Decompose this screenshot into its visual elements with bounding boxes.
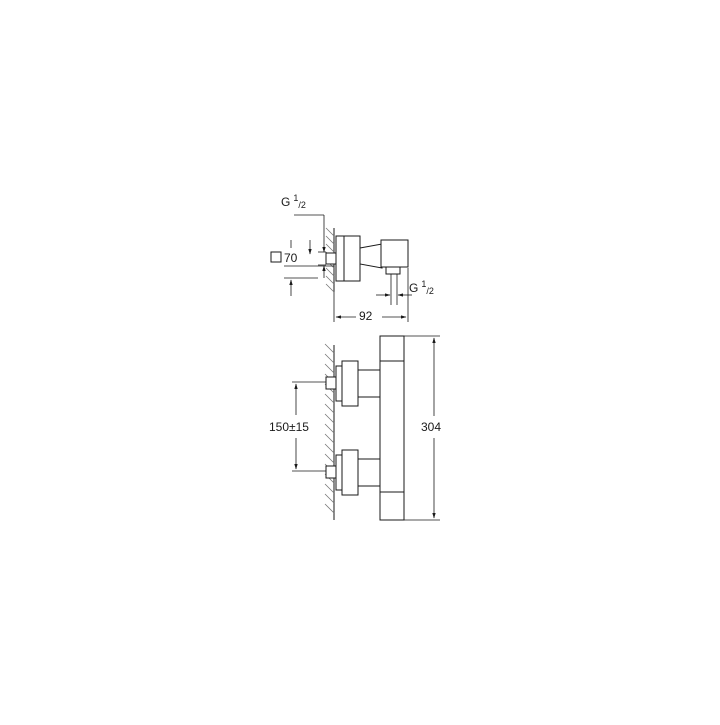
eccentric-upper (341, 360, 359, 407)
depth-label: 92 (359, 309, 373, 323)
height-label: 304 (421, 420, 441, 434)
spacing-label: 150±15 (269, 420, 309, 434)
inlet-pipe-lower (325, 465, 337, 479)
connector-top (359, 243, 383, 269)
escutcheon-top (335, 235, 345, 282)
thermostat-body (379, 335, 405, 521)
escutcheon-upper (335, 365, 343, 402)
nut-upper (357, 369, 381, 398)
nut-lower (357, 458, 381, 487)
eccentric-lower (341, 449, 359, 496)
inlet-pipe-top (325, 252, 337, 265)
front-view: 150±15 304 (269, 335, 441, 521)
square-icon (270, 251, 282, 263)
square-size-label: 70 (284, 251, 298, 265)
mixer-head-top (380, 239, 409, 268)
wall-front-hatch (324, 343, 335, 520)
inlet-pipe-upper (325, 376, 337, 390)
valve-body-top (343, 235, 361, 282)
escutcheon-lower (335, 454, 343, 491)
outlet-top (385, 266, 401, 275)
